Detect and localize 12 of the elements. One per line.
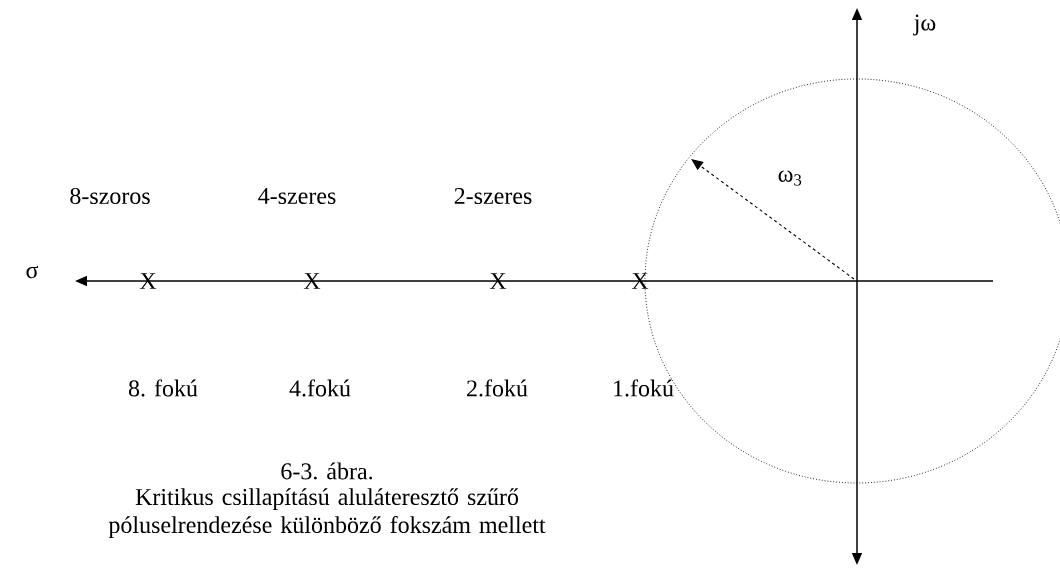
order-label: 8. fokú xyxy=(128,379,198,397)
order-label: 1.fokú xyxy=(614,379,674,397)
figure-number: 6-3. ábra. xyxy=(281,462,373,480)
order-label: 4.fokú xyxy=(289,379,351,397)
axis-label: σ xyxy=(26,265,39,279)
order-label: 2.fokú xyxy=(467,379,528,397)
axis-label: jω xyxy=(913,14,936,36)
radius-label: ω$_{3}$ xyxy=(778,170,802,186)
figure-caption: Kritikus csillapítású aluláteresztő szűrő póluselrendezése különböző fokszám mellett xyxy=(108,488,546,538)
multiplicity-label: 8-szoros xyxy=(70,187,150,205)
multiplicity-label: 2-szeres xyxy=(454,187,532,205)
multiplicity-label: 4-szeres xyxy=(258,188,336,204)
